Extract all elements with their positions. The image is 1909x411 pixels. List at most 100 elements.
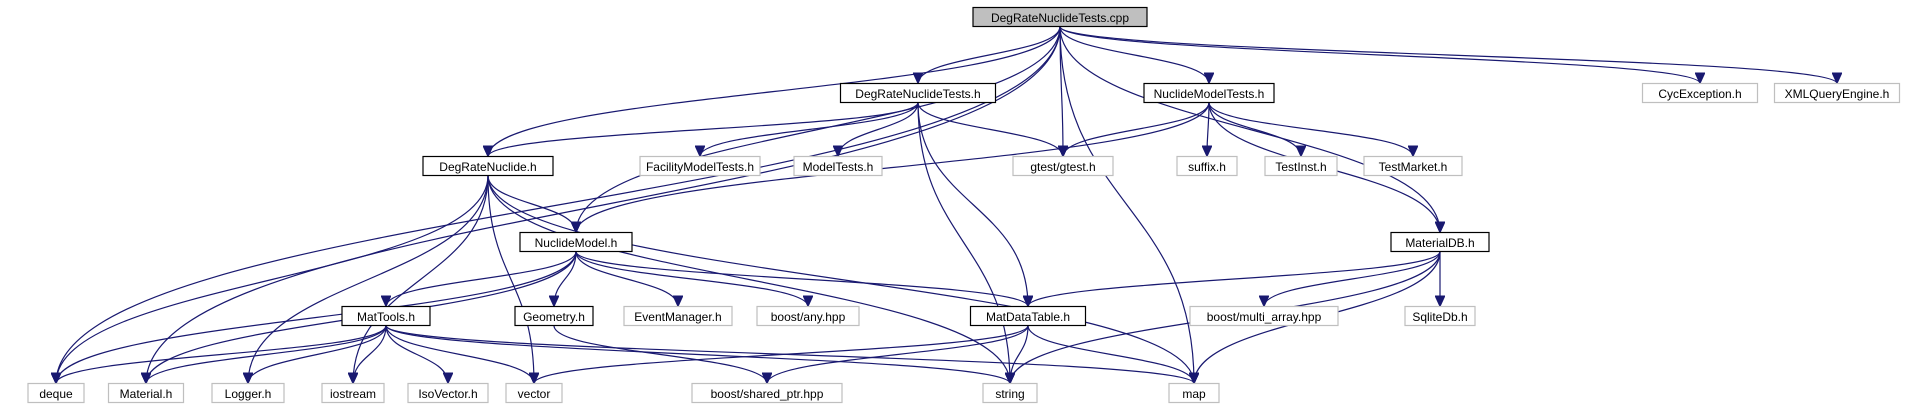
- edge-mattools-to-deque: [56, 325, 387, 384]
- edge-drnt_h-to-drn_h: [488, 102, 919, 157]
- edge-mattools-to-material: [146, 325, 387, 384]
- node-box-root: [972, 6, 1148, 28]
- node-label-string: string: [995, 387, 1024, 401]
- node-box-sqlite: [1404, 305, 1476, 327]
- node-box-cycexc: [1641, 82, 1759, 104]
- edge-layer: [56, 25, 1837, 384]
- node-label-boostany: boost/any.hpp: [771, 310, 846, 324]
- node-cycexc: CycException.h: [1641, 82, 1759, 104]
- edge-nmt_h-to-gtest: [1063, 102, 1210, 157]
- edge-drn_h-to-map: [487, 175, 1194, 384]
- edge-nm_h-to-geometry: [554, 251, 577, 307]
- node-map: map: [1168, 382, 1220, 404]
- edge-nm_h-to-deque: [56, 251, 577, 384]
- edge-mattools-to-isovector: [385, 325, 448, 384]
- edge-mattools-to-string: [385, 324, 1010, 384]
- node-iostream: iostream: [321, 382, 385, 404]
- node-label-map: map: [1182, 387, 1206, 401]
- edge-root-to-cycexc: [1059, 25, 1700, 84]
- node-drnt_h[interactable]: DegRateNuclideTests.h: [839, 82, 997, 104]
- node-matdt[interactable]: MatDataTable.h: [969, 305, 1087, 327]
- node-label-fmt_h: FacilityModelTests.h: [646, 160, 754, 174]
- node-box-drn_h: [422, 155, 554, 177]
- node-label-geometry: Geometry.h: [523, 310, 585, 324]
- edge-drnt_h-to-string: [917, 102, 1010, 384]
- node-box-iostream: [321, 382, 385, 404]
- edge-matdt-to-map: [1027, 325, 1194, 384]
- edge-nm_h-to-eventmgr: [575, 251, 678, 307]
- node-mattools[interactable]: MatTools.h: [341, 305, 431, 327]
- node-boostany: boost/any.hpp: [756, 305, 860, 327]
- node-box-map: [1168, 382, 1220, 404]
- edge-nm_h-to-matdt: [575, 251, 1028, 307]
- node-label-multiarr: boost/multi_array.hpp: [1207, 310, 1322, 324]
- edge-drn_h-to-nm_h: [487, 175, 576, 233]
- node-box-multiarr: [1189, 305, 1339, 327]
- node-label-sqlite: SqliteDb.h: [1412, 310, 1467, 324]
- node-label-logger: Logger.h: [225, 387, 272, 401]
- edge-root-to-nm_h: [576, 26, 1061, 233]
- edge-nmt_h-to-suffix: [1207, 102, 1209, 157]
- edge-root-to-matdb: [1059, 26, 1440, 233]
- node-label-mattools: MatTools.h: [357, 310, 415, 324]
- edge-mattools-to-iostream: [353, 325, 387, 384]
- edge-mattools-to-logger: [248, 325, 387, 384]
- edge-drnt_h-to-mt_h: [838, 102, 919, 157]
- node-label-deque: deque: [39, 387, 73, 401]
- node-matdb[interactable]: MaterialDB.h: [1390, 231, 1490, 253]
- edge-drn_h-to-iostream: [353, 175, 489, 384]
- node-multiarr: boost/multi_array.hpp: [1189, 305, 1339, 327]
- node-label-root: DegRateNuclideTests.cpp: [991, 11, 1129, 25]
- node-label-nm_h: NuclideModel.h: [535, 236, 618, 250]
- node-string: string: [982, 382, 1038, 404]
- node-label-material: Material.h: [120, 387, 173, 401]
- edge-matdb-to-matdt: [1028, 251, 1441, 307]
- node-box-nmt_h: [1143, 82, 1275, 104]
- node-box-deque: [27, 382, 85, 404]
- node-box-matdt: [969, 305, 1087, 327]
- edge-drn_h-to-string: [487, 175, 1010, 384]
- node-box-logger: [211, 382, 285, 404]
- node-label-testmarket: TestMarket.h: [1379, 160, 1448, 174]
- node-drn_h[interactable]: DegRateNuclide.h: [422, 155, 554, 177]
- node-box-nm_h: [519, 231, 633, 253]
- edge-root-to-nmt_h: [1059, 26, 1209, 84]
- edge-drnt_h-to-gtest: [917, 102, 1063, 157]
- node-gtest: gtest/gtest.h: [1012, 155, 1114, 177]
- node-label-vector: vector: [518, 387, 551, 401]
- node-label-nmt_h: NuclideModelTests.h: [1154, 87, 1265, 101]
- node-box-suffix: [1176, 155, 1238, 177]
- node-sqlite: SqliteDb.h: [1404, 305, 1476, 327]
- node-box-material: [107, 382, 185, 404]
- edge-drn_h-to-deque: [56, 175, 489, 384]
- node-label-matdb: MaterialDB.h: [1405, 236, 1474, 250]
- edge-drnt_h-to-matdt: [917, 102, 1028, 307]
- node-deque: deque: [27, 382, 85, 404]
- node-logger: Logger.h: [211, 382, 285, 404]
- node-nmt_h[interactable]: NuclideModelTests.h: [1143, 82, 1275, 104]
- edge-nmt_h-to-nm_h: [576, 102, 1210, 233]
- node-xmlqe: XMLQueryEngine.h: [1773, 82, 1901, 104]
- node-testinst: TestInst.h: [1264, 155, 1338, 177]
- node-box-boostany: [756, 305, 860, 327]
- edge-root-to-deque: [56, 26, 1061, 384]
- node-label-mt_h: ModelTests.h: [803, 160, 874, 174]
- node-testmarket: TestMarket.h: [1363, 155, 1463, 177]
- edge-matdb-to-multiarr: [1264, 251, 1441, 307]
- node-box-testmarket: [1363, 155, 1463, 177]
- node-label-xmlqe: XMLQueryEngine.h: [1785, 87, 1890, 101]
- node-root[interactable]: DegRateNuclideTests.cpp: [972, 6, 1148, 28]
- node-box-drnt_h: [839, 82, 997, 104]
- node-label-drn_h: DegRateNuclide.h: [439, 160, 536, 174]
- node-nm_h[interactable]: NuclideModel.h: [519, 231, 633, 253]
- edge-root-to-material: [146, 26, 1061, 384]
- node-label-sharedptr: boost/shared_ptr.hpp: [711, 387, 824, 401]
- node-geometry[interactable]: Geometry.h: [514, 305, 594, 327]
- node-sharedptr: boost/shared_ptr.hpp: [691, 382, 843, 404]
- node-material: Material.h: [107, 382, 185, 404]
- edge-drnt_h-to-fmt_h: [700, 102, 919, 157]
- edge-root-to-drn_h: [488, 26, 1061, 157]
- edge-root-to-xmlqe: [1059, 25, 1837, 84]
- edge-nmt_h-to-testmarket: [1208, 102, 1413, 157]
